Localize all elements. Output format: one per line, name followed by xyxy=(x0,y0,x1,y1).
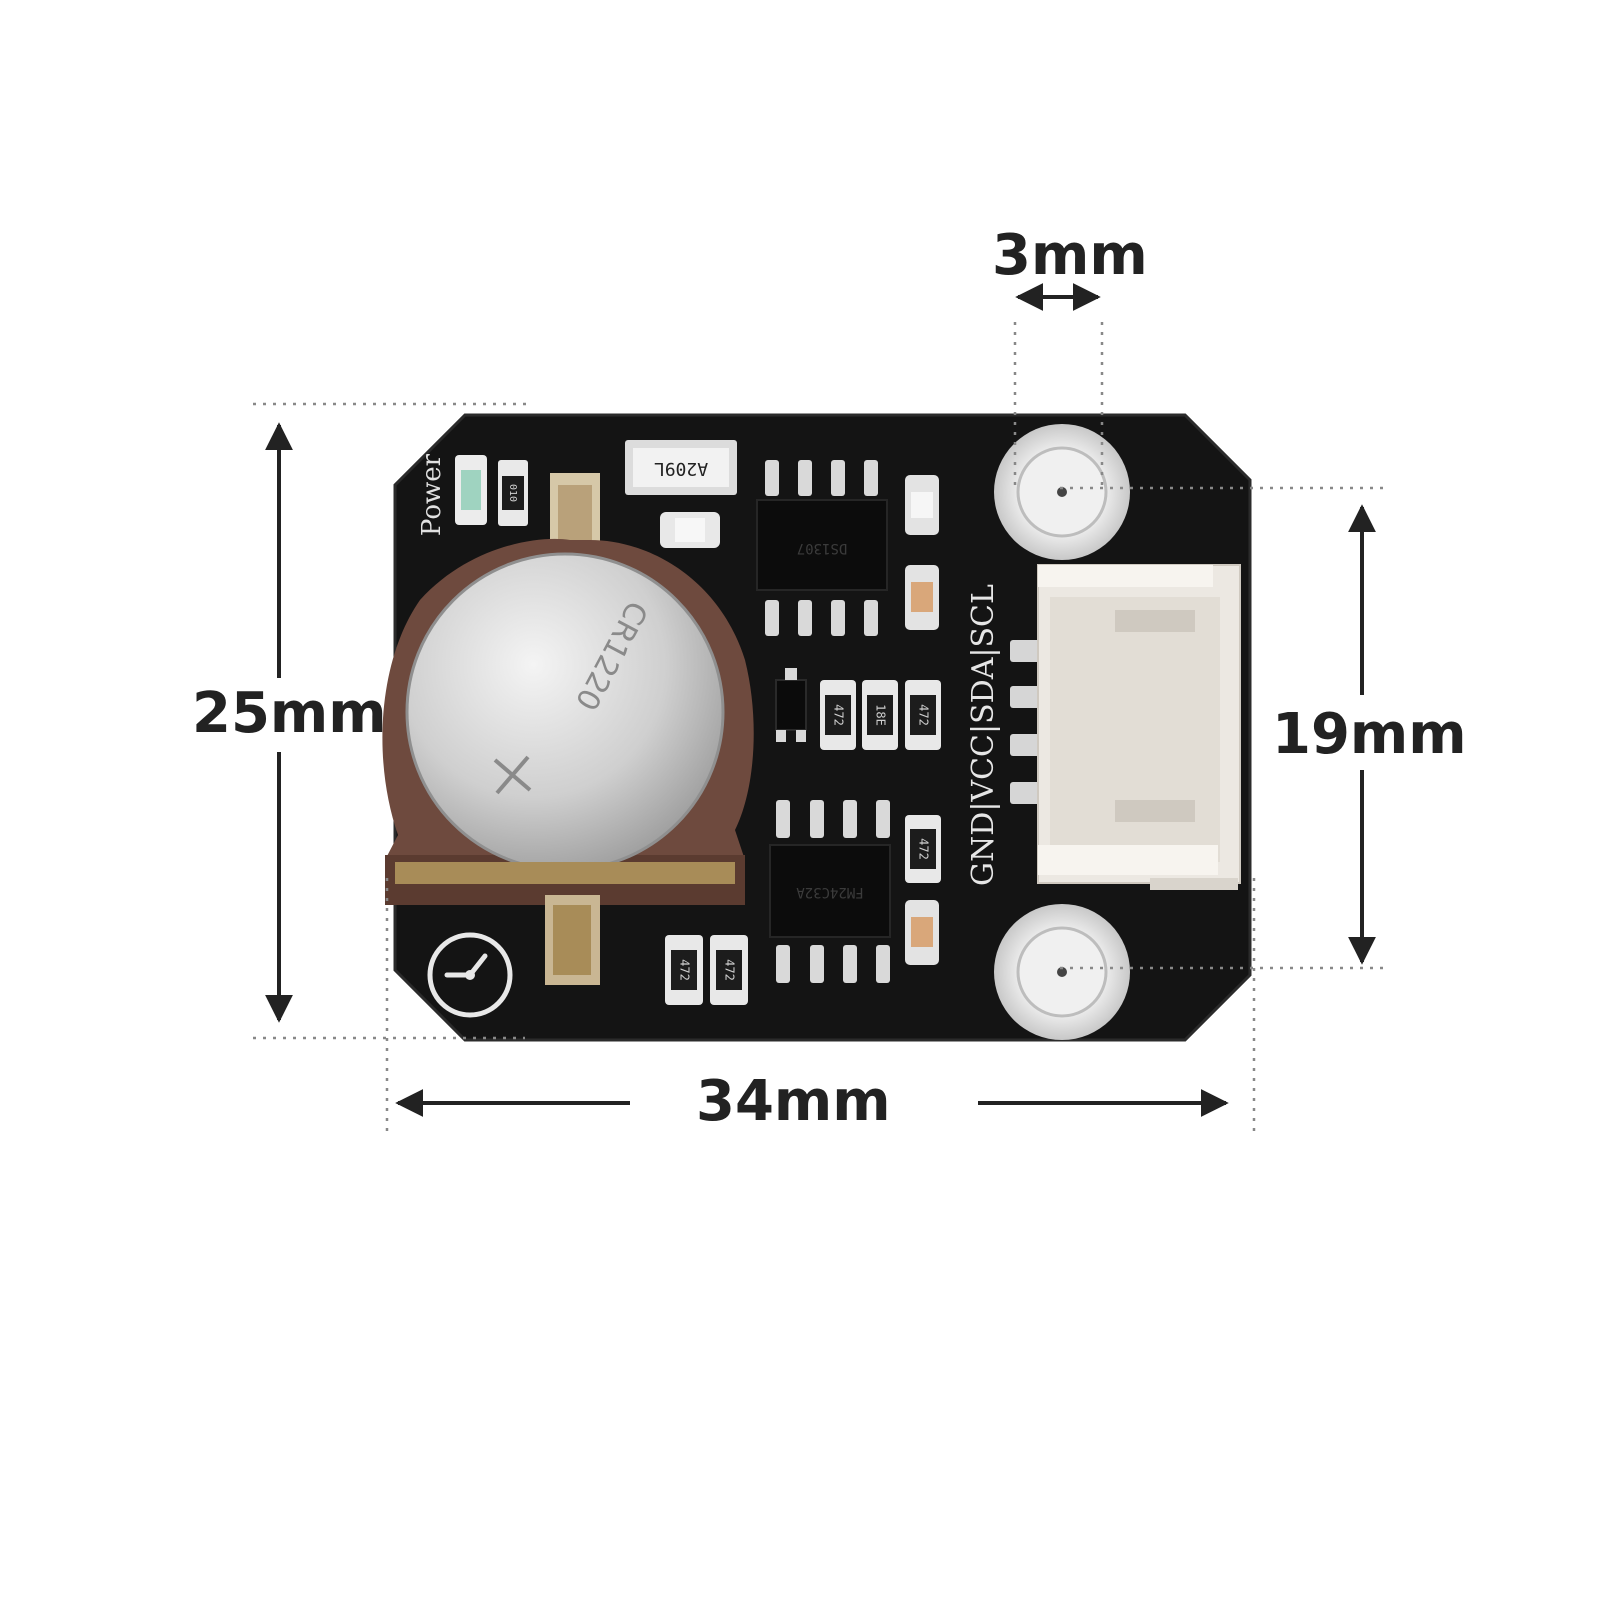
resistor-mid-2: 18E xyxy=(862,680,898,750)
ic-bottom-label: FM24C32A xyxy=(796,884,864,900)
resistor-bottom-1-label: 472 xyxy=(678,959,692,981)
resistor-mid-1-label: 472 xyxy=(832,704,846,726)
ic-top: DS1307 xyxy=(756,460,888,636)
resistor-bottom-2: 472 xyxy=(710,935,748,1005)
inductor-label: A209L xyxy=(654,458,708,479)
resistor-top-label: 010 xyxy=(507,484,518,502)
pinout-label: GND|VCC|SDA|SCL xyxy=(966,584,1001,886)
resistor-mid-1: 472 xyxy=(820,680,856,750)
plus-icon xyxy=(493,755,532,795)
resistor-right: 472 xyxy=(905,815,941,883)
ic-top-label: DS1307 xyxy=(797,540,848,556)
resistor-top: 010 xyxy=(498,460,528,526)
hole-spacing-label: 19mm xyxy=(1272,702,1467,767)
jst-connector xyxy=(1037,564,1241,890)
capacitor-right-1 xyxy=(905,475,939,535)
dotted-guides xyxy=(253,322,1390,1135)
battery-cell: CR1220 xyxy=(405,552,725,872)
dimension-arrows xyxy=(265,283,1376,1117)
battery-contact-bottom xyxy=(395,862,735,985)
resistor-right-label: 472 xyxy=(917,838,931,860)
capacitor-top-left xyxy=(660,512,720,548)
capacitor-right-2 xyxy=(905,565,939,630)
resistor-mid-3: 472 xyxy=(905,680,941,750)
hole-diameter-label: 3mm xyxy=(992,223,1148,288)
resistor-bottom-1: 472 xyxy=(665,935,703,1005)
transistor xyxy=(775,668,807,742)
resistor-mid-2-label: 18E xyxy=(874,704,888,726)
resistor-bottom-2-label: 472 xyxy=(723,959,737,981)
mounting-hole-bottom xyxy=(994,904,1130,1040)
ic-bottom: FM24C32A xyxy=(769,800,891,983)
board-width-label: 34mm xyxy=(696,1069,891,1134)
power-label: Power xyxy=(417,453,447,536)
power-led xyxy=(455,455,487,525)
resistor-mid-3-label: 472 xyxy=(917,704,931,726)
inductor: A209L xyxy=(625,440,737,495)
mounting-hole-top xyxy=(994,424,1130,560)
board-height-label: 25mm xyxy=(192,681,387,746)
clock-icon xyxy=(427,932,513,1018)
capacitor-right-3 xyxy=(905,900,939,965)
